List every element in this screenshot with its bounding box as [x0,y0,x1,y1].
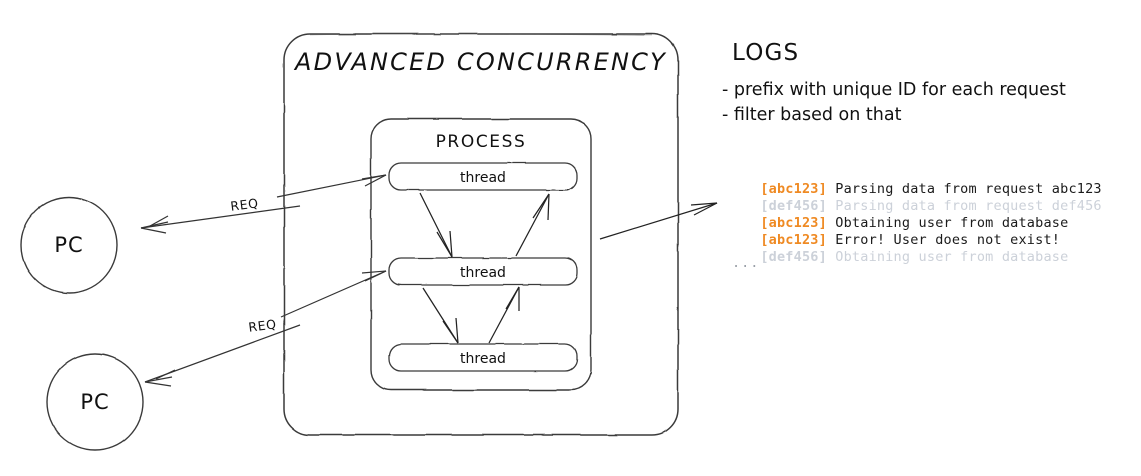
client-pc-2: PC [46,353,144,451]
arrow-thread2-to-thread1 [515,193,550,257]
edge-label-req-2: REQ [248,316,278,334]
arrow-req-pc1-to-thread1 [276,174,387,198]
edge-label-req-1: REQ [230,195,260,213]
process-box [370,118,592,391]
thread-box-1: thread [388,162,578,191]
arrow-req-bottom-to-pc2 [144,324,301,387]
client-pc-1-circle [20,196,118,294]
outer-container-box [283,33,679,436]
thread-box-1-label: thread [460,170,506,186]
client-pc-1: PC [20,196,118,294]
arrow-req-pc2-to-thread2 [280,270,387,318]
outer-box-outline [283,33,679,436]
client-pc-2-circle [46,353,144,451]
outer-box-title: ADVANCED CONCURRENCY [293,48,667,76]
logs-heading: LOGS [732,40,799,66]
logs-bullet-2: - filter based on that [722,105,902,125]
thread-box-2: thread [388,257,578,286]
thread-box-3-label: thread [460,351,506,367]
logs-bullet-1: - prefix with unique ID for each request [722,80,1066,100]
arrow-req-top-to-pc1 [140,205,301,234]
request-arrows [140,174,387,387]
thread-box-2-label: thread [460,265,506,281]
arrow-thread3-to-thread2 [488,286,520,344]
client-pc-1-label: PC [54,233,83,257]
thread-box-2-outline [388,257,578,286]
process-box-title: PROCESS [436,132,527,152]
process-box-outline [370,118,592,391]
outer-box-sketch-overstroke [309,33,653,36]
arrow-thread2-to-thread3 [422,287,459,344]
client-pc-2-label: PC [80,390,109,414]
thread-box-3-outline [388,343,578,372]
thread-box-3: thread [388,343,578,372]
arrow-thread1-to-thread2 [419,192,453,258]
thread-box-1-outline [388,162,578,191]
arrow-process-to-logs [599,202,718,240]
thread-interconnect-arrows [419,192,550,344]
